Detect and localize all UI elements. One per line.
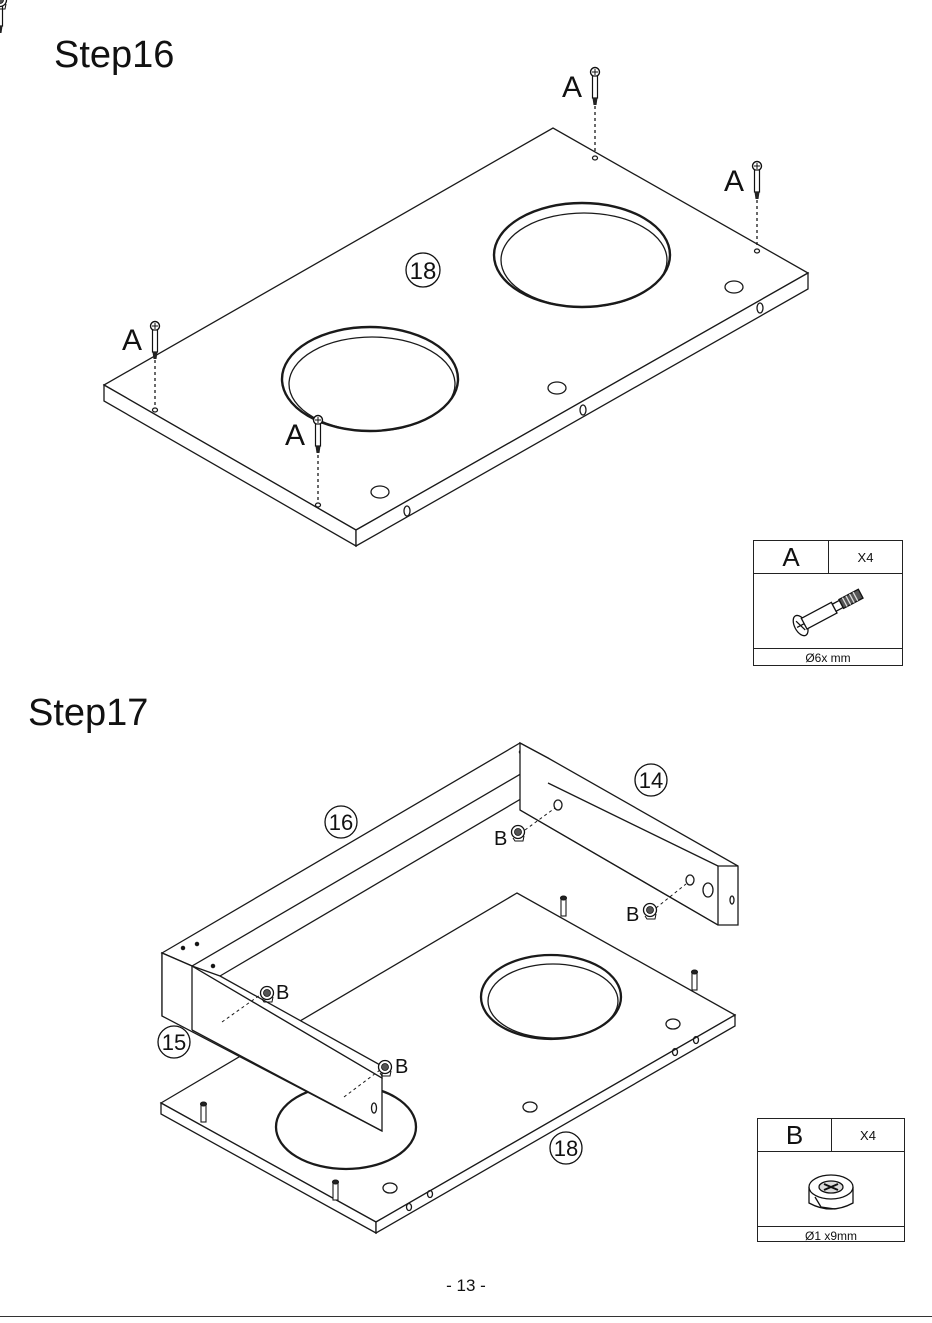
parts-box-b: B X4 Ø1 x9mm xyxy=(757,1118,905,1242)
footer-divider xyxy=(0,1316,932,1317)
fastener-label-b: B xyxy=(494,828,507,850)
part-number-14: 14 xyxy=(635,764,667,796)
fastener-label-b: B xyxy=(395,1056,408,1078)
parts-box-b-quantity: X4 xyxy=(832,1119,904,1151)
page-number: - 13 - xyxy=(0,1276,932,1296)
part-number-16: 16 xyxy=(325,806,357,838)
svg-text:18: 18 xyxy=(554,1136,578,1161)
step17-diagram: B B B B 16 14 15 18 xyxy=(0,0,932,1260)
fastener-label-b: B xyxy=(626,904,639,926)
svg-text:14: 14 xyxy=(639,768,663,793)
fastener-label-b: B xyxy=(276,982,289,1004)
svg-text:16: 16 xyxy=(329,810,353,835)
parts-box-b-letter: B xyxy=(758,1119,832,1151)
part-number-18: 18 xyxy=(550,1132,582,1164)
cam-lock-nut-icon xyxy=(791,1157,871,1221)
part-number-15: 15 xyxy=(158,1026,190,1058)
parts-box-b-size: Ø1 x9mm xyxy=(758,1226,904,1245)
panel-14 xyxy=(520,743,738,925)
board-18-panel xyxy=(161,893,735,1233)
cam-lock-nut-icon xyxy=(0,0,7,9)
svg-text:15: 15 xyxy=(162,1030,186,1055)
